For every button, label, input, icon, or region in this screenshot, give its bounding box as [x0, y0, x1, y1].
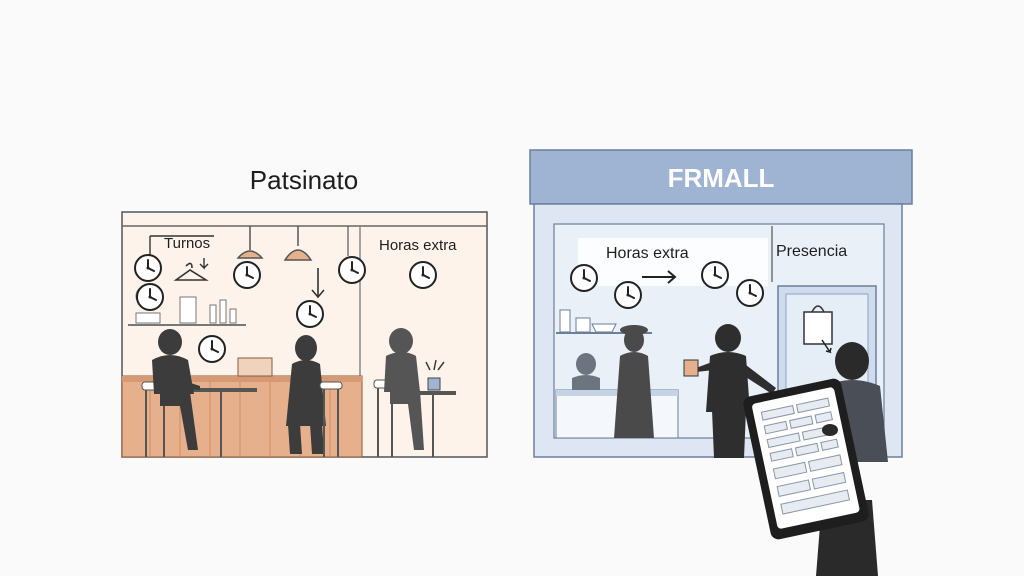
left-panel-title: Patsinato: [250, 165, 358, 195]
clock-icon: [338, 256, 366, 284]
clock-icon: [736, 279, 764, 307]
pendant-lamp-icon: [236, 226, 264, 259]
label-overtime-left: Horas extra: [379, 237, 457, 254]
clock-icon: [233, 261, 261, 289]
clock-icon: [701, 261, 729, 289]
label-shifts: Turnos: [164, 235, 210, 252]
clock-icon: [296, 300, 324, 328]
person-silhouette: [572, 353, 600, 390]
clock-icon: [198, 335, 226, 363]
person-silhouette: [286, 335, 326, 454]
shopping-bag-icon: [803, 305, 833, 354]
clock-icon: [136, 283, 164, 311]
pendant-lamp-icon: [283, 226, 313, 261]
hanger-icon: [173, 262, 209, 281]
tablet-device: [743, 378, 869, 540]
store-sign-band: [529, 149, 913, 205]
clock-icon: [570, 264, 598, 292]
clock-icon: [614, 281, 642, 309]
store-sign: FRMALL: [668, 163, 775, 193]
arrow-icon: [642, 270, 677, 284]
right-panel: FRMALL Horas extra Presencia: [529, 149, 913, 576]
clock-icon: [134, 254, 162, 282]
left-panel: Patsinato Turnos Horas extra: [121, 165, 488, 458]
arrow-icon: [311, 268, 325, 299]
person-silhouette: [152, 329, 200, 450]
label-presence: Presencia: [776, 243, 847, 260]
person-silhouette: [384, 328, 424, 450]
person-silhouette: [696, 324, 776, 458]
person-silhouette: [614, 325, 654, 438]
clock-icon: [409, 261, 437, 289]
label-overtime-right: Horas extra: [606, 245, 689, 262]
